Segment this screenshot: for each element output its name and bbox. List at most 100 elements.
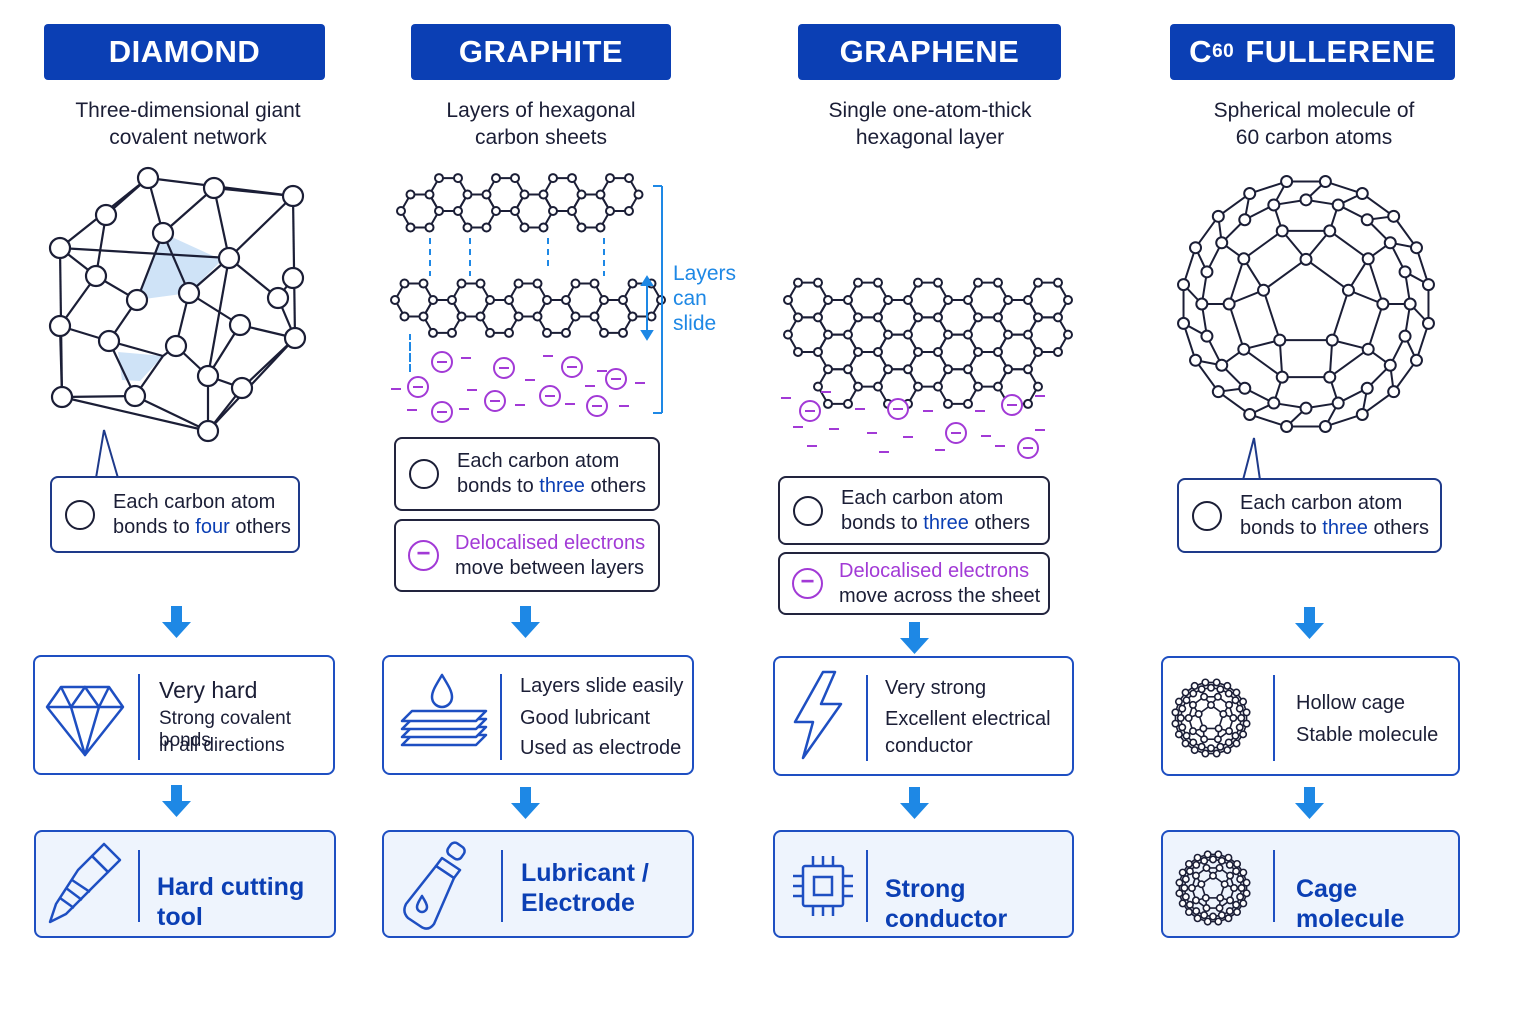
carbon-atom — [913, 381, 923, 392]
carbon-atom-icon — [793, 495, 823, 526]
carbon-bond — [1243, 230, 1283, 260]
carbon-atom — [542, 295, 552, 305]
carbon-atom — [1360, 381, 1374, 395]
bond-count: three — [1322, 516, 1368, 539]
carbon-atom — [1206, 701, 1215, 710]
carbon-atom — [1237, 342, 1251, 356]
carbon-atom — [1225, 907, 1234, 916]
carbon-atom — [504, 295, 514, 305]
carbon-atom — [1231, 731, 1240, 740]
carbon-atom — [1238, 381, 1252, 395]
carbon-atom — [504, 327, 514, 338]
carbon-atom — [903, 364, 913, 375]
carbon-atom — [1182, 696, 1191, 705]
carbon-atom — [813, 346, 823, 357]
carbon-atom — [1237, 883, 1246, 892]
carbon-atom — [873, 346, 883, 357]
carbon-atom — [1185, 867, 1194, 876]
carbon-atom — [434, 173, 444, 184]
carbon-atom — [1239, 868, 1248, 877]
carbon-atom — [1023, 364, 1033, 375]
carbon-atom — [1267, 198, 1281, 212]
carbon-atom — [1191, 896, 1200, 905]
carbon-atom — [491, 173, 501, 184]
carbon-atom — [883, 329, 893, 340]
graphene-use-box: Strong conductor — [773, 830, 1074, 938]
carbon-atom — [1175, 878, 1184, 887]
carbon-atom — [1185, 900, 1194, 909]
carbon-bond — [1305, 258, 1350, 292]
graphite-property-box: Layers slide easily Good lubricant Used … — [382, 655, 694, 775]
carbon-atom — [418, 278, 429, 289]
carbon-atom — [813, 381, 823, 392]
carbon-atom — [424, 222, 435, 233]
carbon-atom — [1238, 213, 1252, 227]
carbon-atom — [1003, 364, 1013, 375]
carbon-atom — [570, 311, 581, 322]
carbon-bond — [1331, 289, 1350, 341]
title-graphene-text: GRAPHENE — [839, 34, 1020, 69]
carbon-bond — [1243, 348, 1283, 378]
carbon-atom — [1275, 370, 1289, 384]
carbon-atom — [627, 278, 638, 289]
carbon-atom — [1187, 883, 1196, 892]
graphite-use-line2: Electrode — [521, 889, 635, 917]
carbon-atom — [1213, 692, 1222, 701]
subtitle-graphene-line2: hexagonal layer — [855, 126, 1005, 149]
carbon-atom — [793, 312, 803, 323]
fullerene-property-1: Hollow cage — [1296, 692, 1405, 714]
subtitle-diamond: Three-dimensional giant covalent network — [38, 97, 338, 151]
carbon-atom — [973, 312, 983, 323]
bond-prefix: bonds to — [1240, 516, 1323, 539]
carbon-atom — [1421, 316, 1435, 330]
carbon-atom — [1023, 398, 1033, 409]
carbon-atom — [1181, 739, 1190, 748]
carbon-atom — [1239, 899, 1248, 908]
carbon-atom — [1224, 914, 1233, 923]
carbon-atom — [1188, 727, 1197, 736]
carbon-atom — [1208, 855, 1217, 864]
subtitle-fullerene: Spherical molecule of 60 carbon atoms — [1164, 97, 1464, 151]
carbon-atom — [1175, 889, 1184, 898]
carbon-atom — [1181, 688, 1190, 697]
carbon-atom — [1331, 396, 1345, 410]
title-diamond-text: DIAMOND — [108, 34, 261, 69]
carbon-atom — [1189, 241, 1203, 255]
subtitle-fullerene-line2: 60 carbon atoms — [1235, 126, 1393, 149]
carbon-atom — [1280, 175, 1294, 189]
carbon-atom — [903, 329, 913, 340]
carbon-atom — [1214, 850, 1223, 859]
carbon-atom — [873, 312, 883, 323]
carbon-atom — [1318, 419, 1332, 433]
carbon-atom — [1387, 209, 1401, 223]
carbon-atom — [481, 189, 492, 200]
arrow-down-icon — [162, 785, 191, 817]
carbon-atom — [813, 277, 823, 288]
carbon-atom — [1176, 713, 1185, 722]
carbon-atom — [853, 381, 863, 392]
carbon-atom — [1206, 683, 1215, 692]
title-fullerene-sub: 60 — [1212, 41, 1235, 62]
carbon-atom — [1236, 875, 1245, 884]
carbon-atom — [1409, 353, 1423, 367]
carbon-atom — [1199, 724, 1208, 733]
carbon-atom — [447, 327, 457, 338]
carbon-atom — [390, 295, 400, 305]
bond-count: three — [923, 511, 969, 534]
title-graphite-text: GRAPHITE — [458, 34, 624, 69]
carbon-atom — [1232, 739, 1241, 748]
drill-bit-icon — [48, 842, 122, 924]
carbon-atom — [1239, 697, 1248, 706]
carbon-atom — [485, 327, 495, 338]
graphite-property-3: Used as electrode — [520, 737, 682, 759]
carbon-atom — [1177, 316, 1191, 330]
subtitle-graphite-line1: Layers of hexagonal — [446, 99, 636, 122]
carbon-atom — [1323, 224, 1337, 238]
carbon-atom — [853, 277, 863, 288]
